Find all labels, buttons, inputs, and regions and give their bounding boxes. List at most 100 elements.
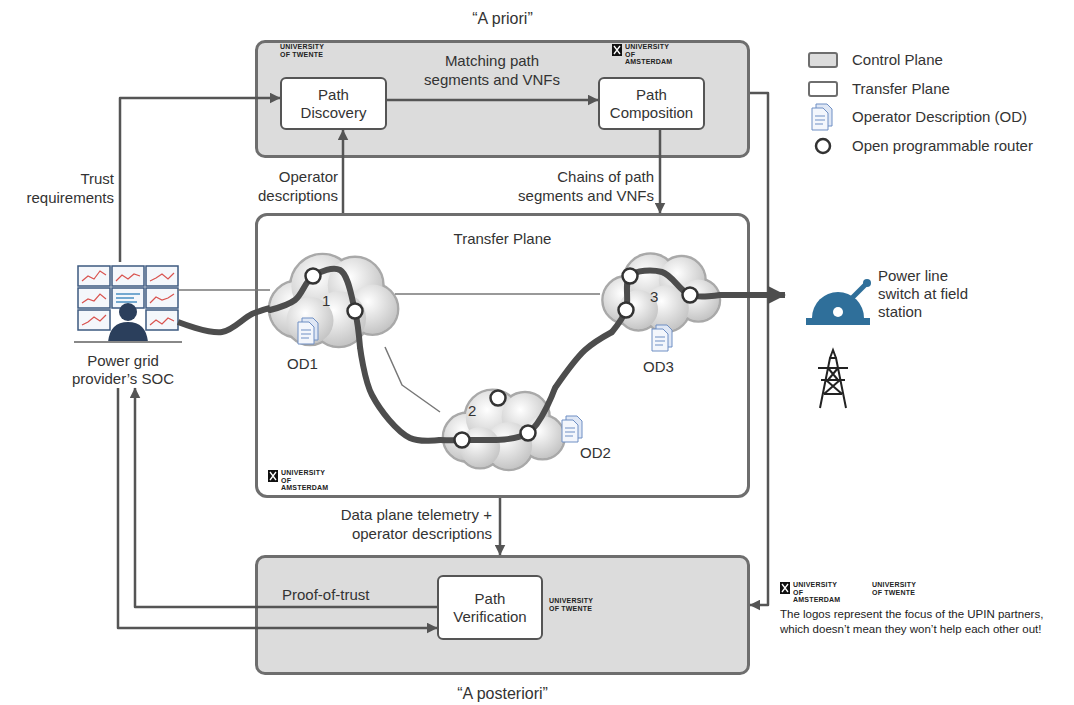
connector [360,347,440,441]
footnote: The logos represent the focus of the UPI… [780,607,1055,637]
university-logo-text: UNIVERSITY OF TWENTE [280,43,328,58]
legend-swatch [808,81,838,97]
cloud-shape [298,322,314,344]
cloud-shape [562,420,578,442]
node-label: Power line switch at field station [878,267,990,321]
node-label: OD2 [580,444,611,462]
university-crest [614,46,620,54]
cloud-shape [306,269,321,284]
soc-workstation-icon [146,266,178,286]
legend-od-icon [812,108,828,130]
soc-workstation-icon [119,303,137,321]
cloud-shape [455,433,470,448]
university-logo-text: UNIVERSITY OF AMSTERDAM [625,43,681,66]
cloud-shape [270,269,360,347]
node-label: Path Discovery [286,86,381,122]
soc-workstation-icon [112,288,144,308]
power-switch-icon [806,279,871,325]
soc-workstation-icon [146,288,178,308]
university-crest [612,44,622,56]
process-box: Path Composition [598,77,705,130]
legend-item: Operator Description (OD) [808,107,1048,127]
connector-label: Operator descriptions [250,168,338,206]
connector [178,308,270,332]
university-logo-text: UNIVERSITY OF AMSTERDAM [793,581,849,604]
legend-item: Open programmable router [808,136,1048,156]
legend-item: Control Plane [808,50,1048,70]
university-logo-text: UNIVERSITY OF TWENTE [872,581,920,596]
connector [178,289,270,291]
node-label: OD1 [287,355,318,373]
legend-od-icon [815,116,825,124]
cloud-shape [301,330,311,338]
connector [750,93,768,605]
legend-label: Control Plane [852,50,943,70]
node-label: Transfer Plane [258,230,747,248]
soc-workstation-icon [146,310,178,330]
university-crest [780,582,790,594]
connector [135,388,437,607]
legend-router-icon [816,139,830,153]
soc-workstation-icon [82,271,174,325]
university-logo-text: UNIVERSITY OF TWENTE [549,597,597,612]
soc-workstation-icon [78,266,110,286]
transmission-tower-icon [818,350,848,408]
operator-cloud: 3OD3 [600,252,720,332]
cloud-shape [491,391,506,406]
node-label: Power grid provider’s SOC [56,352,190,388]
connector-label: Data plane telemetry + operator descript… [322,506,492,544]
connector-label: Proof-of-trust [282,586,412,605]
connector [395,293,600,295]
control-plane-panel: Path Verification“A posteriori” [255,555,750,675]
connector [342,130,345,213]
power-switch-icon [833,307,843,317]
connector [387,99,598,102]
cloud-shape [623,269,638,284]
legend-od-icon [816,104,832,126]
soc-workstation-icon [78,288,110,308]
university-crest [270,472,276,480]
university-crest [782,584,788,592]
university-crest [268,470,278,482]
node-label: “A priori” [258,9,747,28]
cloud-shape [270,252,395,347]
connector [385,347,440,412]
university-crest [780,582,790,594]
operator-cloud: 2OD2 [440,388,565,470]
power-switch-icon [863,279,871,287]
connector-group [118,93,785,628]
legend-router-icon [816,139,830,153]
cloud-shape [652,325,672,351]
legend-label: Open programmable router [852,136,1033,156]
connector-label: Chains of path segments and VNFs [508,168,654,206]
soc-workstation-icon [78,310,110,330]
cloud-shape [348,304,363,319]
connector-label: Trust requirements [18,170,114,208]
connector [120,98,280,262]
power-switch-icon [838,284,866,312]
cloud-shape [652,329,668,351]
connector [720,292,785,298]
power-switch-icon [812,292,864,318]
connector [659,130,662,213]
cloud-shape [600,252,720,332]
soc-workstation-icon [116,294,140,302]
legend-od-icon [812,104,832,130]
operator-cloud: 1OD1 [270,252,395,347]
transmission-tower-icon [818,350,848,408]
connector [555,332,612,388]
soc-workstation-icon [74,266,182,342]
connector-label: Matching path segments and VNFs [422,52,562,90]
soc-workstation-icon [108,322,148,342]
field-switch: Power line switch at field station [785,265,993,340]
cloud-shape [565,428,575,436]
cloud-shape [619,303,634,318]
cloud-shape [298,318,318,344]
legend-item: Transfer Plane [808,79,1048,99]
cloud-shape [655,337,665,345]
node-label: Path Verification [443,590,537,626]
process-box: Path Verification [437,575,543,640]
